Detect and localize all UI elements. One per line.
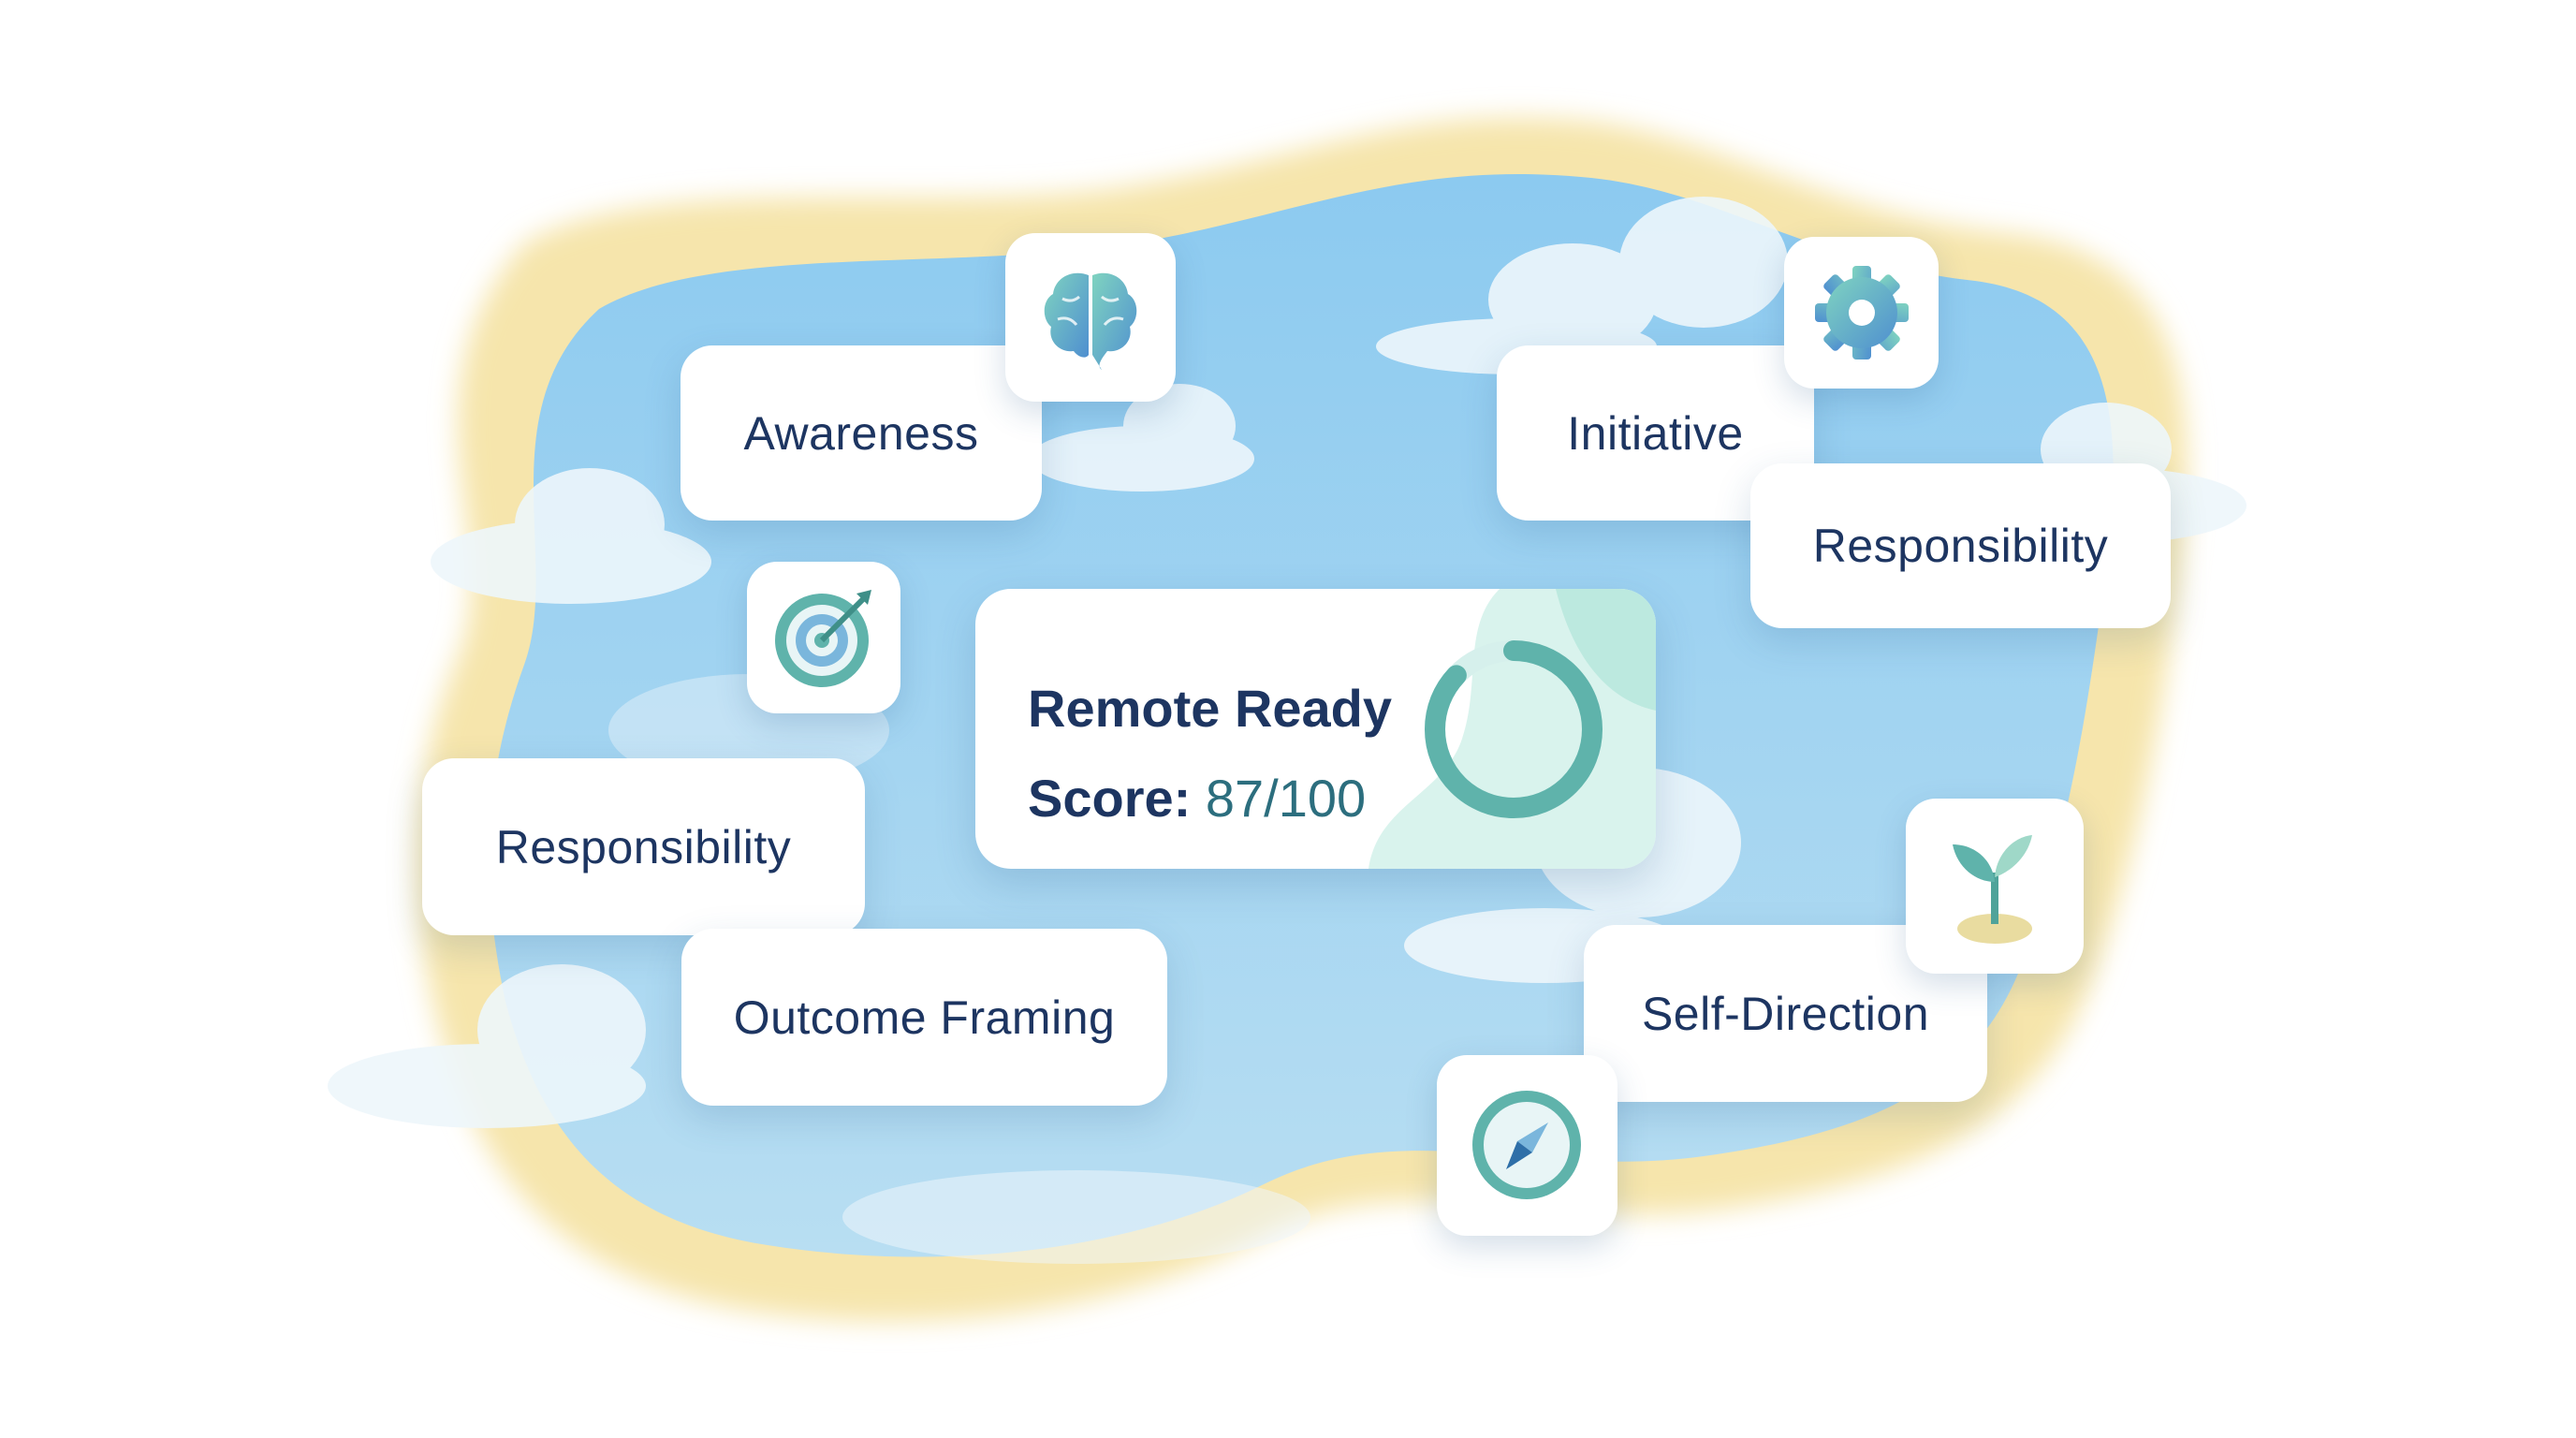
card-label: Outcome Framing — [733, 990, 1116, 1044]
card-label: Responsibility — [1812, 520, 2109, 572]
card-awareness[interactable]: Awareness — [681, 345, 1042, 521]
score-label: Score: — [1028, 769, 1192, 828]
compass-icon — [1472, 1091, 1581, 1199]
card-responsibility-left[interactable]: Responsibility — [422, 758, 865, 935]
card-label: Responsibility — [495, 820, 792, 873]
card-label: Self-Direction — [1641, 987, 1930, 1040]
remote-ready-score-card: Remote Ready Score: 87/100 — [975, 589, 1656, 869]
card-outcome-framing[interactable]: Outcome Framing — [681, 929, 1167, 1106]
brain-icon — [1044, 272, 1137, 370]
brain-tile — [1005, 233, 1176, 402]
compass-tile — [1437, 1055, 1617, 1236]
sprout-tile — [1906, 799, 2084, 974]
card-label: Awareness — [743, 406, 979, 460]
card-responsibility-right[interactable]: Responsibility — [1750, 463, 2171, 628]
target-tile — [747, 562, 900, 713]
score-ring-progress — [1425, 640, 1603, 818]
clouds — [328, 197, 2247, 1264]
gear-icon — [1814, 266, 1909, 360]
score-value: 87/100 — [1205, 769, 1367, 828]
score-ring — [1425, 640, 1603, 818]
target-icon — [774, 589, 871, 687]
score-title: Remote Ready — [1028, 679, 1393, 738]
gear-tile — [1784, 237, 1939, 389]
score-decoration — [1368, 589, 1656, 869]
card-label: Initiative — [1567, 406, 1744, 460]
sprout-icon — [1953, 834, 2032, 944]
